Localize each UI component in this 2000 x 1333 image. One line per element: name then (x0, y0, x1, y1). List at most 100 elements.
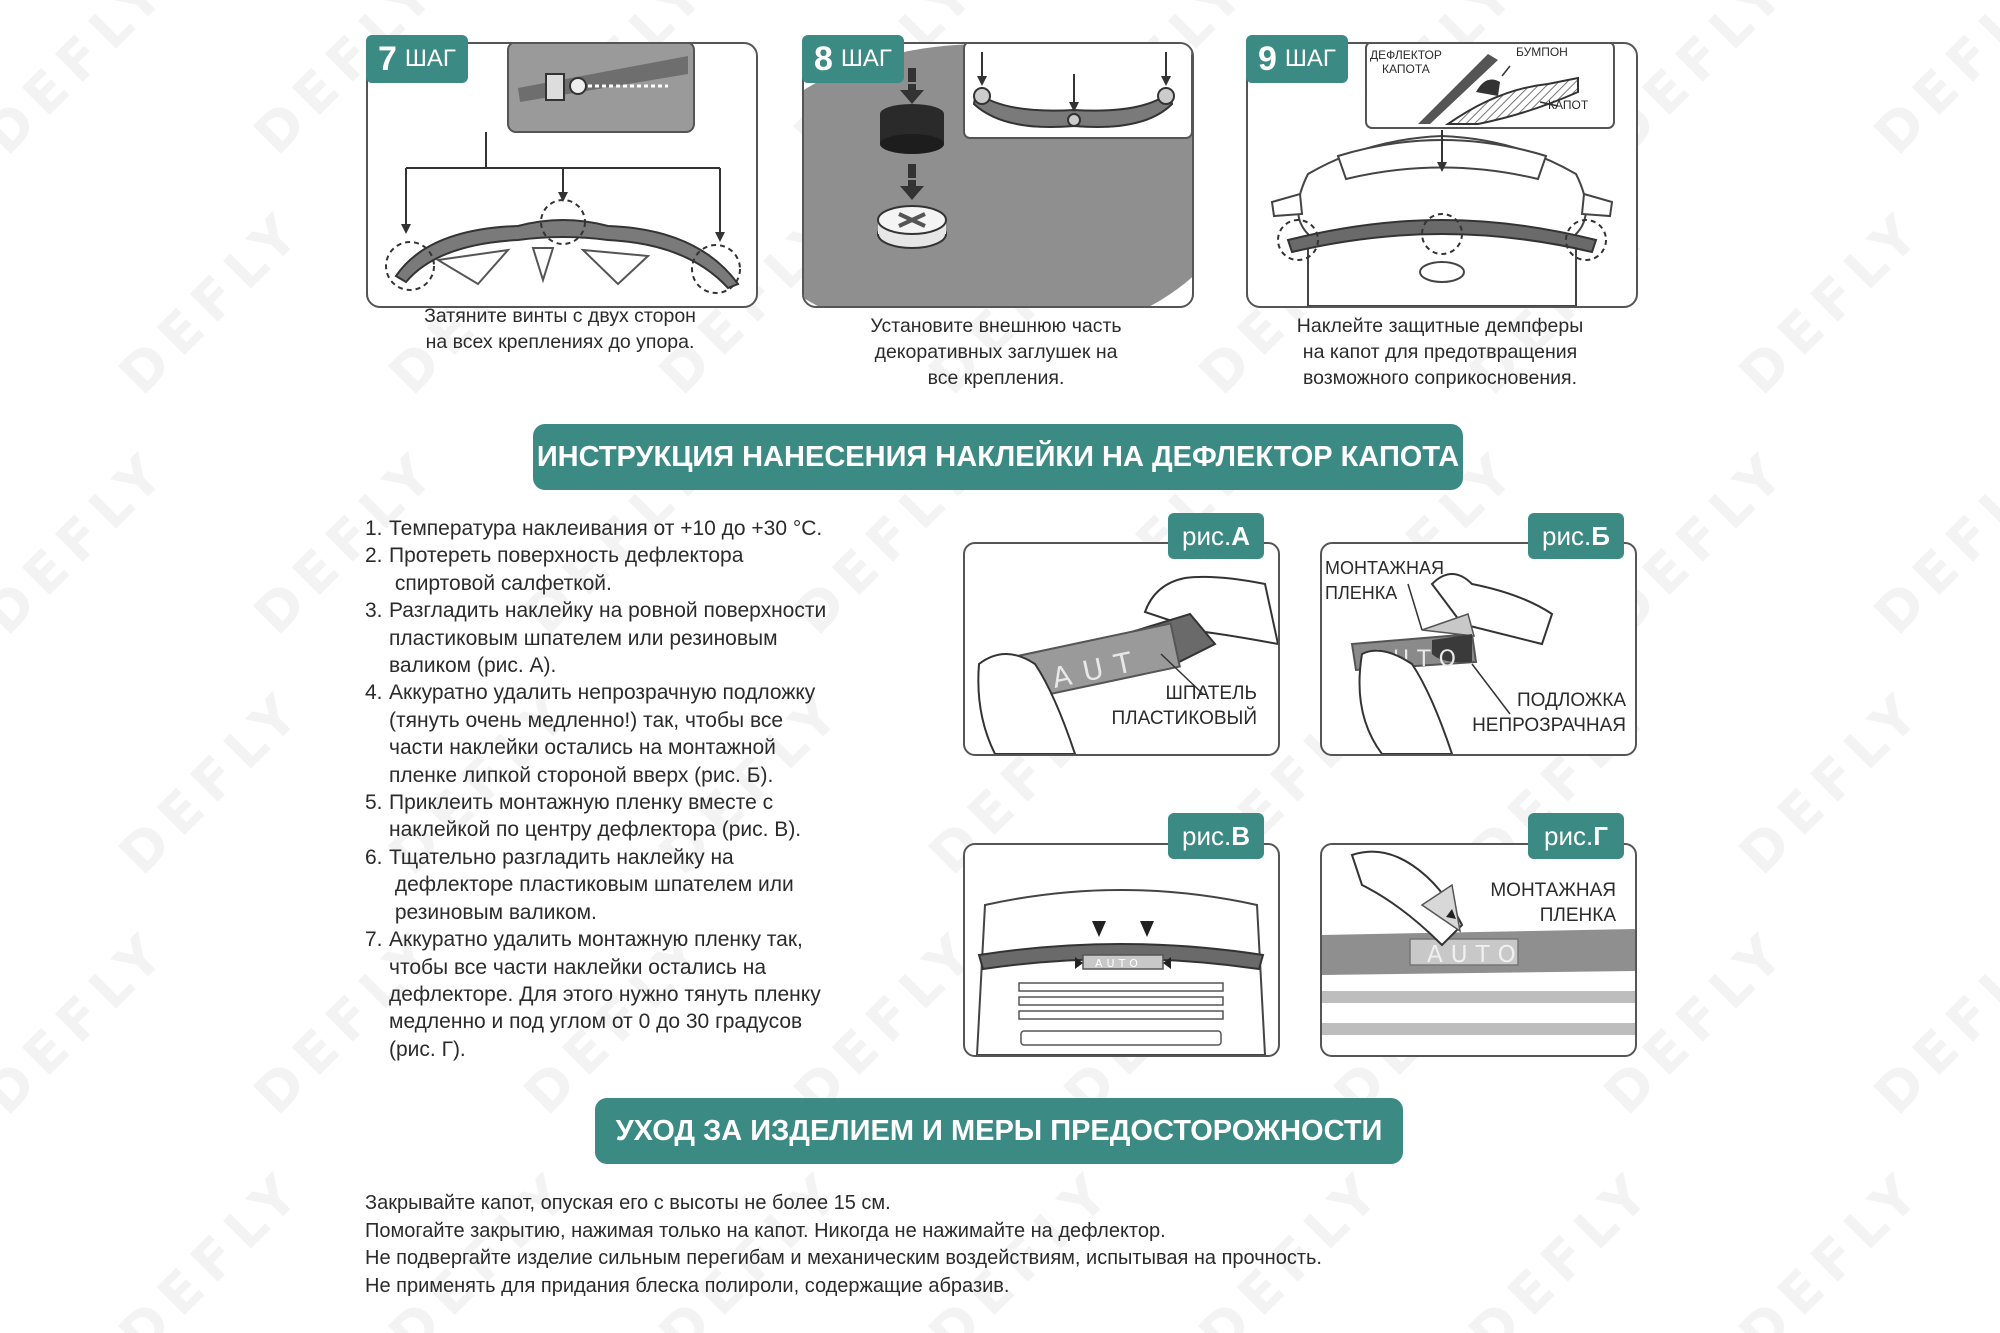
figure-v: AUTO (963, 843, 1280, 1057)
instruction-number: 1. (365, 517, 383, 540)
hand-right (1430, 573, 1554, 646)
instruction-number (365, 625, 389, 652)
instruction-line: дефлекторе пластиковым шпателем или (365, 871, 925, 898)
instruction-line: части наклейки остались на монтажной (365, 734, 925, 761)
arrow-down-icon (1140, 921, 1154, 937)
instruction-text: резиновым валиком. (389, 900, 597, 924)
step-7-panel (366, 42, 758, 308)
step-9-badge: 9 ШАГ (1246, 35, 1348, 83)
caption-line: Установите внешнюю часть (870, 315, 1122, 337)
watermark-text: DEFLY (1456, 1156, 1667, 1333)
step-word: ШАГ (404, 45, 456, 72)
instruction-number (365, 871, 389, 898)
sticker-text: AUTO (1427, 942, 1524, 968)
instruction-line: 6.Тщательно разгладить наклейку на (365, 844, 925, 871)
step-9-panel (1246, 42, 1638, 308)
arrow-up-icon (1446, 909, 1456, 919)
fig-letter: В (1231, 820, 1250, 851)
fig-letter: А (1231, 520, 1250, 551)
watermark-text: DEFLY (1726, 196, 1937, 407)
label-mounting-film: МОНТАЖНАЯ ПЛЕНКА (1440, 878, 1616, 928)
instruction-line: чтобы все части наклейки остались на (365, 954, 925, 981)
label-opaque-backing: ПОДЛОЖКА НЕПРОЗРАЧНАЯ (1440, 688, 1626, 738)
instruction-number: 7. (365, 928, 383, 952)
step-9-caption: Наклейте защитные демпферы на капот для … (1240, 313, 1640, 391)
instruction-number (365, 899, 389, 926)
watermark-text: DEFLY (1726, 676, 1937, 887)
instruction-text: Температура наклеивания от +10 до +30 °С… (389, 517, 823, 540)
instruction-line: резиновым валиком. (365, 899, 925, 926)
figure-v-badge: рис.В (1168, 813, 1264, 859)
instruction-number (365, 707, 389, 734)
watermark-text: DEFLY (106, 196, 317, 407)
step-9-illustration (1270, 44, 1615, 306)
instruction-text: Тщательно разгладить наклейку на (389, 845, 734, 869)
figure-g: AUTO (1320, 843, 1637, 1057)
instruction-line: пленке липкой стороной вверх (рис. Б). (365, 762, 925, 789)
watermark-text: DEFLY (0, 436, 182, 647)
instruction-number: 6. (365, 845, 383, 869)
installed-deflector (1286, 218, 1598, 254)
label-line: КАПОТА (1382, 62, 1430, 76)
instruction-text: пластиковым шпателем или резиновым (389, 626, 778, 650)
step-7-illustration (385, 44, 741, 294)
hand-left (977, 653, 1077, 754)
label-line: МОНТАЖНАЯ (1325, 558, 1445, 578)
instruction-line: (рис. Г). (365, 1036, 925, 1063)
instruction-text: дефлекторе. Для этого нужно тянуть пленк… (389, 982, 821, 1006)
instruction-line: пластиковым шпателем или резиновым (365, 625, 925, 652)
instruction-line: медленно и под углом от 0 до 30 градусов (365, 1008, 925, 1035)
figure-b: AUTO (1320, 542, 1637, 756)
instruction-text: (тянуть очень медленно!) так, чтобы все (389, 708, 784, 732)
watermark-text: DEFLY (106, 1156, 317, 1333)
label-line: ДЕФЛЕКТОР (1370, 48, 1442, 62)
label-bumper: БУМПОН (1516, 45, 1568, 59)
washer (569, 77, 587, 95)
instruction-number: 3. (365, 599, 383, 623)
deflector-body (394, 219, 740, 290)
instruction-number (365, 570, 389, 597)
instruction-text: валиком (рис. А). (389, 654, 557, 678)
care-line: Помогайте закрытию, нажимая только на ка… (365, 1219, 1166, 1242)
label-line: ПЛЕНКА (1539, 905, 1616, 926)
instruction-line: (тянуть очень медленно!) так, чтобы все (365, 707, 925, 734)
caption-line: Наклейте защитные демпферы (1296, 315, 1584, 337)
instruction-line: 5.Приклеить монтажную пленку вместе с (365, 789, 925, 816)
care-section-title: УХОД ЗА ИЗДЕЛИЕМ И МЕРЫ ПРЕДОСТОРОЖНОСТИ (595, 1098, 1403, 1164)
figure-g-badge: рис.Г (1528, 813, 1624, 859)
fig-letter: Г (1593, 820, 1608, 851)
instruction-number (365, 954, 389, 981)
watermark-text: DEFLY (1861, 0, 2000, 167)
fig-prefix: рис. (1542, 520, 1592, 551)
watermark-text: DEFLY (0, 0, 182, 167)
step-number: 7 (378, 39, 397, 78)
step-number: 8 (814, 39, 833, 78)
label-hood: КАПОТ (1548, 98, 1589, 112)
sticker-instructions-list: 1. Температура наклеивания от +10 до +30 … (365, 515, 925, 1063)
sticker-section-title: ИНСТРУКЦИЯ НАНЕСЕНИЯ НАКЛЕЙКИ НА ДЕФЛЕКТ… (533, 424, 1463, 490)
watermark-text: DEFLY (1726, 1156, 1937, 1333)
label-line: НЕПРОЗРАЧНАЯ (1472, 715, 1626, 736)
mount-point-center (540, 199, 586, 245)
caption-line: на капот для предотвращения (1302, 341, 1578, 363)
watermark-text: DEFLY (106, 676, 317, 887)
instruction-text: спиртовой салфеткой. (389, 571, 612, 595)
figure-v-illustration: AUTO (975, 889, 1267, 1055)
instruction-number (365, 762, 389, 789)
label-deflector: ДЕФЛЕКТОР КАПОТА (1370, 48, 1442, 76)
watermark-text: DEFLY (1861, 436, 2000, 647)
instruction-number: 4. (365, 681, 383, 705)
fig-letter: Б (1591, 520, 1610, 551)
instruction-line: 1. Температура наклеивания от +10 до +30 … (365, 515, 925, 542)
step-7-badge: 7 ШАГ (366, 35, 468, 83)
instruction-text: Аккуратно удалить непрозрачную подложку (389, 681, 816, 705)
caption-line: возможного соприкосновения. (1302, 367, 1578, 389)
instruction-text: чтобы все части наклейки остались на (389, 955, 767, 979)
mount-point-right (691, 244, 741, 294)
step-7-caption: Затяните винты с двух сторон на всех кре… (366, 303, 754, 355)
care-line: Не применять для придания блеска полирол… (365, 1274, 1010, 1297)
instruction-text: (рис. Г). (389, 1037, 466, 1061)
sticker-text: AUTO (1095, 957, 1142, 970)
arrow-right-icon (1055, 957, 1083, 969)
mount-point-left (385, 241, 435, 291)
